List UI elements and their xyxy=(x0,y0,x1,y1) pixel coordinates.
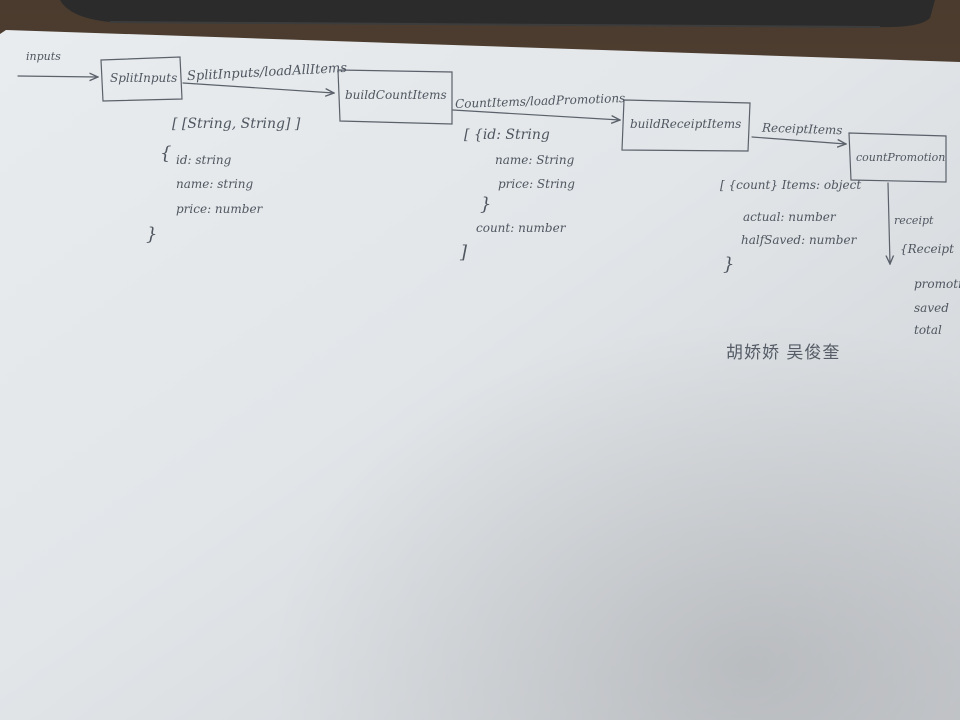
node-box-split-inputs xyxy=(100,56,183,102)
split-field-price: price: number xyxy=(176,202,263,216)
edge-label-receipt: receipt xyxy=(894,214,934,227)
receipt-field-promotion: promotion xyxy=(914,277,960,291)
receipt-items-field-half-saved: halfSaved: number xyxy=(741,233,857,247)
input-arrow xyxy=(17,76,98,77)
edge-arrow-2 xyxy=(452,109,620,120)
edge-label-receipt-items: ReceiptItems xyxy=(761,120,843,138)
split-type-line: [ [String, String] ] xyxy=(172,116,301,132)
receipt-field-total: total xyxy=(914,323,942,337)
node-label-build-count-items: buildCountItems xyxy=(345,88,447,102)
receipt-field-saved: saved xyxy=(914,301,949,315)
edge-arrow-1 xyxy=(182,82,334,93)
count-field-price: price: String xyxy=(498,177,575,191)
node-box-build-receipt-items xyxy=(621,99,751,152)
split-open-brace: { xyxy=(160,143,172,164)
count-field-name: name: String xyxy=(495,153,575,167)
input-label: inputs xyxy=(26,50,61,63)
receipt-items-close: } xyxy=(723,254,735,275)
split-field-name: name: string xyxy=(176,177,254,191)
receipt-open: {Receipt xyxy=(900,242,954,256)
receipt-items-open: [ {count} Items: object xyxy=(720,178,862,192)
edge-arrow-3 xyxy=(751,136,846,144)
node-box-count-promotion xyxy=(848,132,947,183)
edge-arrow-4 xyxy=(888,182,890,264)
laptop-edge xyxy=(60,0,935,28)
count-field-count: count: number xyxy=(476,221,566,235)
node-label-build-receipt-items: buildReceiptItems xyxy=(630,117,742,131)
count-close: ] xyxy=(460,242,468,263)
node-label-split-inputs: SplitInputs xyxy=(110,71,178,85)
count-open: [ {id: String xyxy=(464,127,550,143)
node-label-count-promotion: countPromotion xyxy=(856,151,946,164)
receipt-items-field-actual: actual: number xyxy=(743,210,836,224)
count-mid-close: } xyxy=(480,194,492,215)
handwritten-signature: 胡娇娇 吴俊奎 xyxy=(726,343,841,363)
split-field-id: id: string xyxy=(176,153,232,167)
split-close-brace: } xyxy=(146,224,158,245)
node-box-build-count-items xyxy=(337,69,453,125)
